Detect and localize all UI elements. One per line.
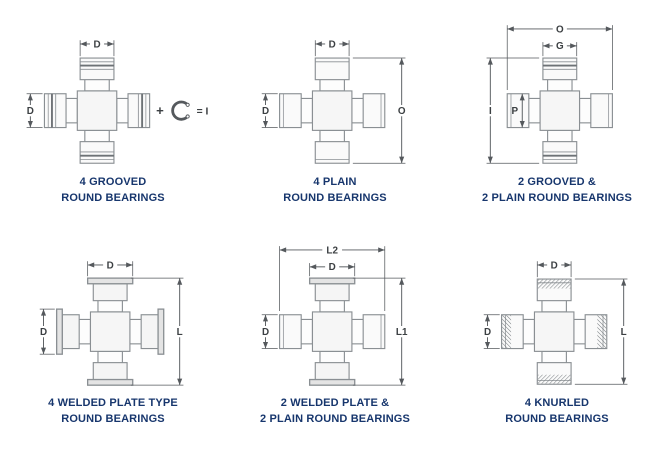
svg-text:D: D (262, 327, 269, 338)
svg-text:I: I (489, 106, 492, 117)
diagram-4-welded-plate-type-round-bearings: D D L 4 WELDED PLATE TYPE ROUND BEARINGS (2, 225, 224, 446)
svg-text:D: D (262, 106, 269, 117)
diagram-caption: 2 GROOVED & 2 PLAIN ROUND BEARINGS (482, 175, 632, 207)
caption-line: 2 PLAIN ROUND BEARINGS (260, 412, 410, 425)
ujoint-drawing-4-plain: D D O (261, 39, 406, 164)
svg-text:L1: L1 (396, 327, 408, 338)
diagram-caption: 2 WELDED PLATE & 2 PLAIN ROUND BEARINGS (260, 396, 410, 428)
svg-text:L: L (177, 327, 183, 338)
ujoint-drawing-2-welded-2-plain: L2D D L1 (261, 245, 408, 386)
svg-text:D: D (40, 327, 47, 338)
diagram-4-grooved-round-bearings: D D + = I 4 GROOVED ROUND BEARINGS (2, 4, 224, 225)
ujoint-drawing-4-knurled: D D L (483, 260, 628, 385)
diagram-caption: 4 PLAIN ROUND BEARINGS (283, 175, 387, 207)
svg-text:D: D (329, 262, 336, 273)
svg-text:G: G (556, 41, 564, 52)
svg-text:D: D (27, 106, 34, 117)
caption-line: ROUND BEARINGS (61, 191, 165, 204)
caption-line: ROUND BEARINGS (283, 191, 387, 204)
svg-text:= I: = I (197, 106, 209, 117)
caption-line: 4 KNURLED (524, 396, 590, 409)
diagram-4-knurled-round-bearings: D D L 4 KNURLED ROUND BEARINGS (446, 225, 668, 446)
svg-text:P: P (511, 106, 518, 117)
caption-line: 2 PLAIN ROUND BEARINGS (482, 191, 632, 204)
svg-text:D: D (484, 327, 491, 338)
diagram-4-plain-round-bearings: D D O 4 PLAIN ROUND BEARINGS (224, 4, 446, 225)
caption-line: 4 GROOVED (79, 175, 147, 188)
caption-line: ROUND BEARINGS (61, 412, 165, 425)
caption-line: 2 GROOVED & (517, 175, 597, 188)
diagram-caption: 4 GROOVED ROUND BEARINGS (61, 175, 165, 207)
svg-text:O: O (556, 24, 564, 35)
svg-text:L: L (621, 327, 627, 338)
caption-line: 2 WELDED PLATE & (280, 396, 390, 409)
svg-text:+: + (156, 103, 164, 118)
diagram-caption: 4 WELDED PLATE TYPE ROUND BEARINGS (48, 396, 178, 428)
ujoint-drawing-2-grooved-2-plain: OG I P (486, 24, 613, 164)
caption-line: 4 WELDED PLATE TYPE (48, 396, 178, 409)
caption-line: ROUND BEARINGS (505, 412, 609, 425)
svg-text:D: D (329, 39, 336, 50)
svg-text:D: D (551, 260, 558, 271)
ujoint-drawing-4-welded-plate: D D L (39, 260, 184, 386)
svg-text:D: D (93, 39, 100, 50)
svg-text:O: O (398, 106, 406, 117)
svg-text:L2: L2 (326, 245, 338, 256)
ujoint-drawing-4-grooved: D D + = I (26, 39, 209, 164)
diagram-caption: 4 KNURLED ROUND BEARINGS (505, 396, 609, 428)
caption-line: 4 PLAIN (313, 175, 357, 188)
svg-text:D: D (107, 260, 114, 271)
